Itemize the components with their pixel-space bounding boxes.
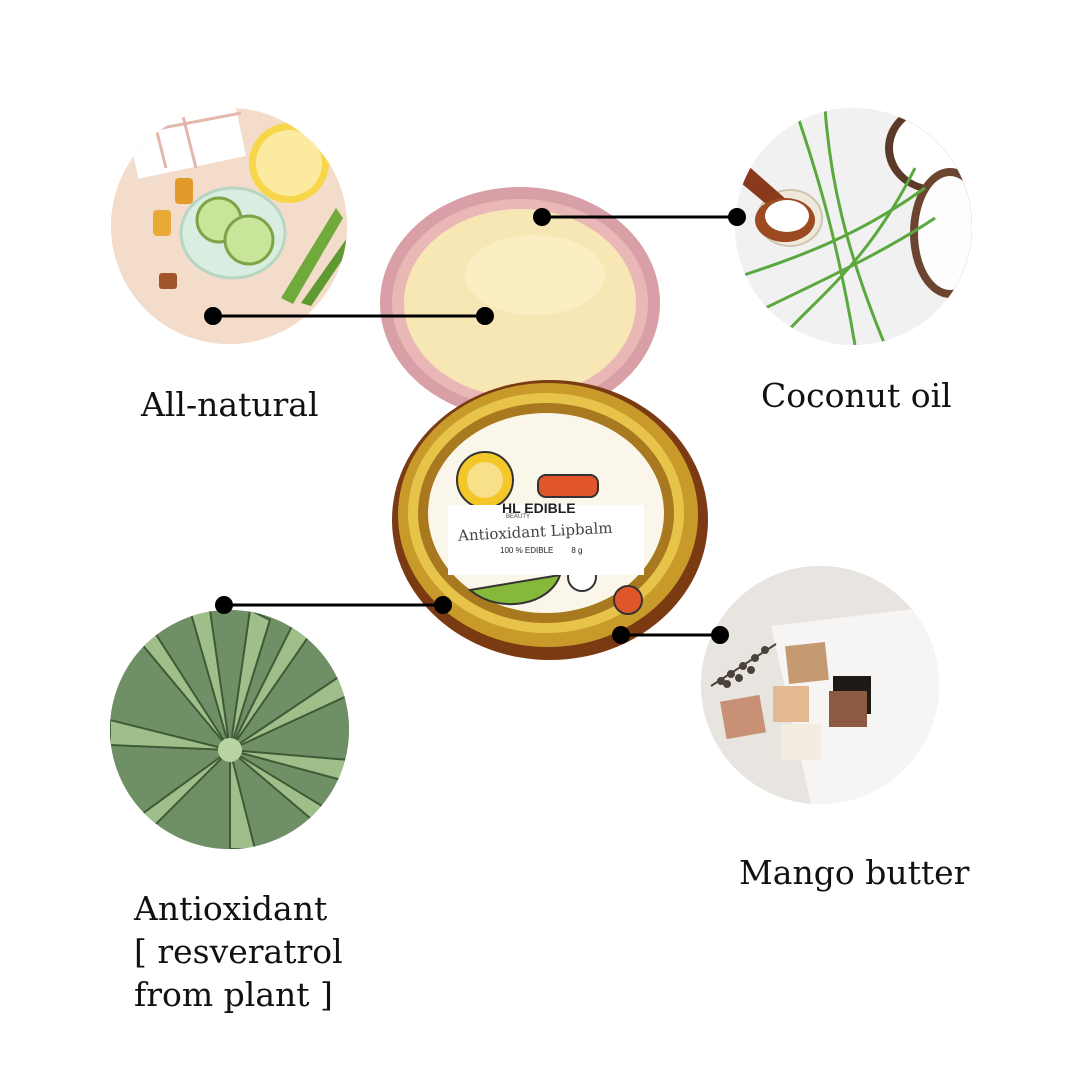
caption-antioxidant: Antioxidant [ resveratrol from plant ] <box>134 889 343 1014</box>
lipbalm-jar <box>380 187 708 660</box>
mango-butter-image <box>701 566 939 804</box>
all-natural-image <box>111 108 347 344</box>
edible-claim: 100 % EDIBLE <box>500 546 554 555</box>
caption-mango-butter: Mango butter <box>739 853 970 892</box>
aloe-vera-image <box>110 610 349 849</box>
product-label: HL EDIBLE BEAUTY Antioxidant Lipbalm 100… <box>452 500 642 570</box>
brand-sub: BEAUTY <box>506 514 531 520</box>
brand-name: HL EDIBLE <box>502 500 576 516</box>
product-name: Antioxidant Lipbalm <box>457 518 613 545</box>
product-weight: 8 g <box>571 546 583 555</box>
caption-all-natural: All-natural <box>141 385 319 424</box>
caption-coconut-oil: Coconut oil <box>761 376 952 415</box>
coconut-oil-image <box>735 108 972 345</box>
